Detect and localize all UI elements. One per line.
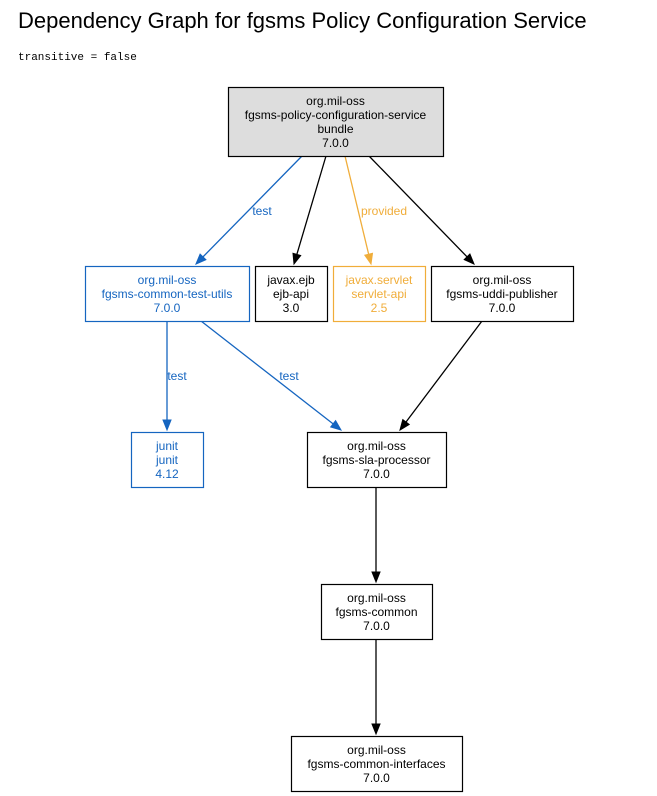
arrowhead-icon <box>371 571 381 584</box>
node-label-line: fgsms-common-test-utils <box>102 287 233 301</box>
edge-line <box>368 155 468 258</box>
node-label-line: junit <box>155 453 179 467</box>
node-label-line: org.mil-oss <box>473 273 532 287</box>
edge-common-to-common-interfaces <box>371 639 381 736</box>
node-box <box>320 583 434 641</box>
node-label-line: javax.servlet <box>345 273 413 287</box>
node-label-line: junit <box>155 439 179 453</box>
edge-root-to-ejb-api <box>292 155 327 266</box>
arrowhead-icon <box>329 419 343 431</box>
edge-test-utils-to-junit: test <box>162 321 187 432</box>
node-box <box>84 265 251 323</box>
arrowhead-icon <box>399 418 411 432</box>
edge-label: provided <box>361 204 407 218</box>
arrowhead-icon <box>162 419 172 432</box>
edge-line <box>344 155 370 255</box>
edge-label: test <box>279 369 299 383</box>
node-label-line: 3.0 <box>283 301 300 315</box>
edges-layer: test provided test test <box>162 155 483 736</box>
node-label-line: org.mil-oss <box>347 439 406 453</box>
node-box <box>254 265 329 323</box>
node-label-line: org.mil-oss <box>347 591 406 605</box>
node-label-line: fgsms-sla-processor <box>322 453 430 467</box>
edge-line <box>200 320 334 425</box>
node-box <box>227 86 445 158</box>
arrowhead-icon <box>363 252 374 266</box>
edge-line <box>405 320 483 423</box>
node-label-line: org.mil-oss <box>347 743 406 757</box>
node-label-line: 7.0.0 <box>363 771 390 785</box>
node-root[interactable]: org.mil-ossfgsms-policy-configuration-se… <box>227 86 445 158</box>
node-label-line: 2.5 <box>371 301 388 315</box>
node-label-line: 7.0.0 <box>363 619 390 633</box>
node-label-line: 4.12 <box>155 467 179 481</box>
edge-label: test <box>167 369 187 383</box>
graph-options: transitive = false <box>18 52 137 64</box>
node-label-line: ejb-api <box>273 287 309 301</box>
node-label-line: 7.0.0 <box>322 136 349 150</box>
node-label-line: fgsms-common-interfaces <box>307 757 445 771</box>
node-label-line: org.mil-oss <box>306 94 365 108</box>
node-box <box>430 265 575 323</box>
node-box <box>306 431 448 489</box>
node-box <box>332 265 427 323</box>
edge-root-to-test-utils: test <box>195 155 303 265</box>
edge-line <box>296 155 327 255</box>
page-title: Dependency Graph for fgsms Policy Config… <box>18 8 587 33</box>
node-label-line: 7.0.0 <box>363 467 390 481</box>
arrowhead-icon <box>292 252 302 266</box>
node-label-line: javax.ejb <box>266 273 315 287</box>
edge-uddi-publisher-to-sla-processor <box>399 320 483 432</box>
edge-label: test <box>252 204 272 218</box>
arrowhead-icon <box>463 253 475 265</box>
edge-root-to-servlet-api: provided <box>344 155 407 266</box>
node-label-line: 7.0.0 <box>154 301 181 315</box>
node-label-line: org.mil-oss <box>138 273 197 287</box>
node-label-line: fgsms-common <box>335 605 417 619</box>
edge-root-to-uddi-publisher <box>368 155 475 265</box>
edge-test-utils-to-sla-processor: test <box>200 320 343 431</box>
nodes-layer: org.mil-ossfgsms-policy-configuration-se… <box>84 86 575 793</box>
node-label-line: fgsms-uddi-publisher <box>446 287 557 301</box>
node-box <box>130 431 205 489</box>
node-label-line: servlet-api <box>351 287 406 301</box>
edge-line <box>202 155 303 258</box>
node-label-line: fgsms-policy-configuration-service <box>245 108 427 122</box>
arrowhead-icon <box>371 723 381 736</box>
arrowhead-icon <box>195 253 207 265</box>
node-box <box>290 735 464 793</box>
edge-sla-processor-to-common <box>371 487 381 584</box>
node-label-line: 7.0.0 <box>489 301 516 315</box>
node-label-line: bundle <box>317 122 353 136</box>
